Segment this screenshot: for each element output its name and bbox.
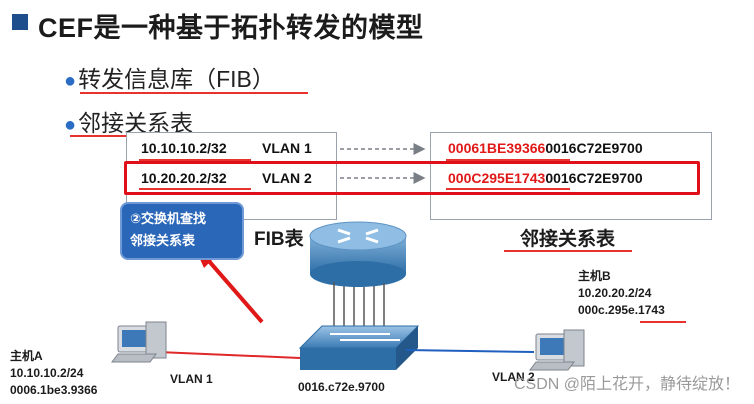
adjacency-table-label: 邻接关系表 [520,229,616,250]
watermark: CSDN @陌上花开，静待绽放！ [513,376,740,393]
adj-row1-src-mac: 0016C72E9700 [545,140,643,156]
host-a-computer-icon [111,321,167,363]
adjacency-table [430,132,712,220]
host-b-ip: 10.20.20.2/24 [578,286,652,300]
host-a-ip: 10.10.10.2/24 [10,366,84,380]
callout-arrow-shaft [206,258,264,324]
host-a-mac: 0006.1be3.9366 [10,383,98,397]
bullet-dot-icon: ● [64,70,77,92]
adjacency-label-underline [504,250,632,252]
adj-row1-dest-mac: 00061BE39366 [448,140,546,156]
adj-row2-src-mac: 0016C72E9700 [545,170,643,186]
adj-row1-mac: 00061BE393660016C72E9700 [448,140,643,156]
host-a-info: 主机A 10.10.10.2/24 0006.1be3.9366 [10,348,97,399]
callout-line2: 邻接关系表 [130,233,196,248]
host-b-mac: 000c.295e.1743 [578,303,665,317]
fib-row1-underline [139,159,251,161]
host-a-name: 主机A [10,349,43,363]
fib-row2-vlan: VLAN 2 [262,170,312,186]
fib-row2-underline [139,188,251,190]
bullet-fib-text: 转发信息库（FIB） [78,66,275,92]
host-b-name: 主机B [578,269,611,283]
fib-row2-prefix: 10.20.20.2/32 [141,170,227,186]
callout-switch-lookup: ②交换机查找 邻接关系表 [120,202,244,260]
link-vlan2 [405,349,535,353]
bullet-fib: ●转发信息库（FIB） [64,60,275,94]
router-icon [309,221,407,287]
highlight-row-box [124,161,700,195]
vlan1-link-label: VLAN 1 [170,372,213,386]
link-vlan1 [157,351,301,359]
adj-row2-underline [446,188,570,190]
vlan2-link-label: VLAN 2 [492,370,535,384]
page-title: CEF是一种基于拓扑转发的模型 [38,13,424,43]
switch-icon [298,325,420,370]
fib-row1-prefix: 10.10.10.2/32 [141,140,227,156]
underline-fib [80,92,308,94]
bullet-adjacency-text: 邻接关系表 [78,110,194,136]
bullet-adjacency: ●邻接关系表 [64,104,193,138]
adj-row2-mac: 000C295E17430016C72E9700 [448,170,643,186]
fib-table-label: FIB表 [254,229,304,250]
callout-line1: ②交换机查找 [130,211,207,226]
adj-row1-underline [446,159,570,161]
switch-mac-label: 0016.c72e.9700 [298,380,385,394]
title-square-icon [12,14,28,30]
adj-row2-dest-mac: 000C295E1743 [448,170,546,186]
uplink-lines [333,282,385,326]
host-b-info: 主机B 10.20.20.2/24 000c.295e.1743 [578,268,665,319]
bullet-dot-icon: ● [64,114,77,136]
host-b-computer-icon [529,329,585,371]
fib-row1-vlan: VLAN 1 [262,140,312,156]
